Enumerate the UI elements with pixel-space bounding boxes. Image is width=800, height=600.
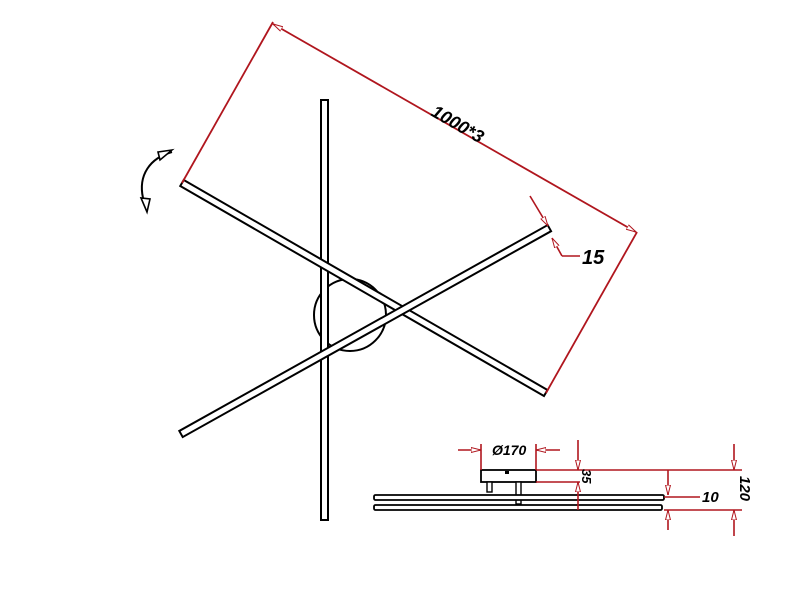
dimension-arm-width <box>529 195 580 257</box>
bar-height-label: 10 <box>702 489 719 506</box>
canopy-body <box>480 469 537 483</box>
total-height-label: 120 <box>736 476 753 502</box>
rotate-arrow-icon <box>139 148 175 215</box>
arm-vertical <box>320 99 329 521</box>
canopy-height-label: 35 <box>579 469 594 484</box>
dimension-canopy-diameter <box>458 444 560 470</box>
arm-diagonal-down <box>178 178 549 398</box>
dimension-arm-length <box>181 21 638 394</box>
bar-upper <box>373 494 665 501</box>
top-view: 1000*3 15 <box>139 21 638 521</box>
arm-diagonal-up <box>177 223 553 439</box>
side-view: Ø170 35 10 120 <box>373 440 753 536</box>
dimension-bar-height <box>664 470 742 530</box>
dimension-canopy-height <box>536 440 742 510</box>
arm-length-label: 1000*3 <box>428 101 487 147</box>
bar-lower <box>373 504 663 511</box>
canopy-diameter-label: Ø170 <box>492 442 526 458</box>
arm-width-label: 15 <box>582 247 605 269</box>
